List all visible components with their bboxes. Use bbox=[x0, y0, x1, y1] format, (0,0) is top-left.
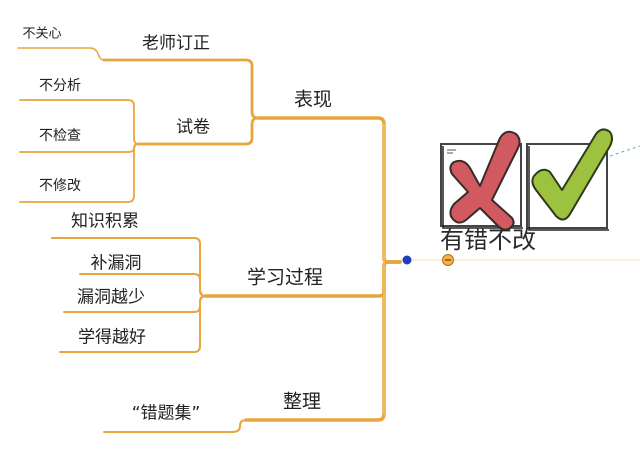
leaf-bulodong[interactable]: 补漏洞 bbox=[90, 253, 142, 274]
trunk-connectors bbox=[204, 116, 402, 422]
branch-xuexi[interactable]: 学习过程 bbox=[246, 266, 324, 289]
leaf-xuedeyuehao[interactable]: 学得越好 bbox=[78, 327, 146, 348]
leaf-bujiancha[interactable]: 不检查 bbox=[39, 128, 81, 144]
topic-shijuan[interactable]: 试卷 bbox=[176, 117, 210, 138]
biaoxian-connectors bbox=[17, 47, 260, 203]
dashed-link bbox=[609, 145, 640, 157]
cross-icon bbox=[440, 130, 523, 231]
zhengli-connectors bbox=[103, 419, 247, 433]
leaf-cuotiji[interactable]: “错题集” bbox=[131, 403, 201, 424]
leaf-zhishijilei[interactable]: 知识积累 bbox=[71, 211, 139, 232]
collapse-toggle[interactable] bbox=[442, 254, 454, 266]
leaf-buxiugai[interactable]: 不修改 bbox=[39, 178, 81, 194]
root-anchor-dot[interactable] bbox=[402, 255, 412, 265]
leaf-buguanxin[interactable]: 不关心 bbox=[22, 26, 62, 42]
leaf-bufenxi[interactable]: 不分析 bbox=[39, 78, 81, 94]
topic-laoshi[interactable]: 老师订正 bbox=[142, 33, 210, 54]
branch-zhengli[interactable]: 整理 bbox=[282, 390, 322, 413]
xuexi-connectors bbox=[51, 237, 207, 353]
check-icon bbox=[526, 128, 613, 231]
leaf-loudongyueshao[interactable]: 漏洞越少 bbox=[77, 287, 145, 308]
root-topic[interactable]: 有错不改 bbox=[440, 226, 536, 254]
branch-biaoxian[interactable]: 表现 bbox=[293, 88, 333, 111]
